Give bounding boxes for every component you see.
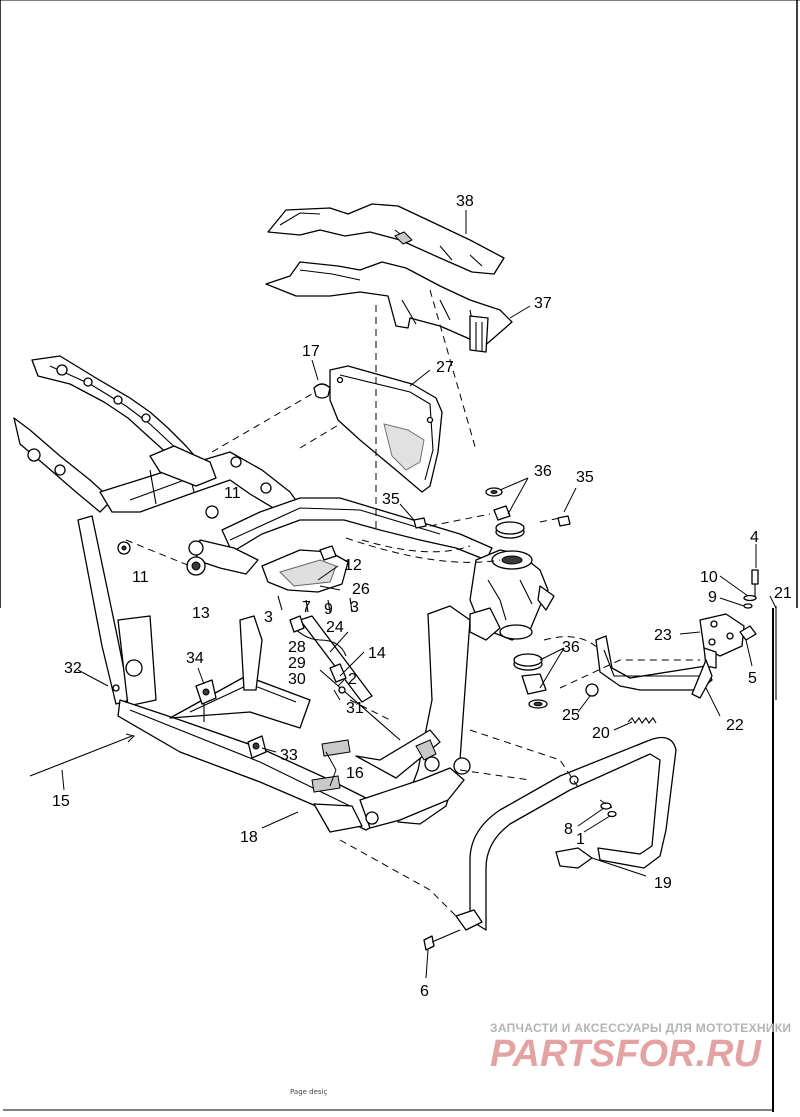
callout-11-lower: 11	[132, 569, 149, 586]
callout-9-upper: 9	[324, 601, 333, 618]
callout-17: 17	[302, 343, 320, 360]
callout-24: 24	[326, 619, 344, 636]
callout-29: 29	[288, 655, 306, 672]
watermark: ЗАПЧАСТИ И АКСЕССУАРЫ ДЛЯ МОТОТЕХНИКИ PA…	[490, 1021, 791, 1075]
callout-36-lower: 36	[562, 639, 580, 656]
bearing-set-lower-part-36	[513, 653, 548, 709]
callout-28: 28	[288, 639, 306, 656]
callout-12: 12	[344, 557, 362, 574]
callout-11-upper: 11	[224, 485, 241, 502]
engine-guard-part-19	[455, 736, 677, 931]
footer-note: Page desiç	[290, 1088, 328, 1096]
spring-part-20	[627, 717, 657, 724]
callout-3-right: 3	[350, 599, 359, 616]
callout-14: 14	[368, 645, 386, 662]
callout-1: 1	[576, 831, 585, 848]
callout-9-lower: 9	[708, 589, 717, 606]
callout-31: 31	[346, 700, 364, 717]
callout-13: 13	[192, 605, 210, 622]
callout-labels: 38 37 27 17 36 35 35 11 11 12 26 13 3 7 …	[52, 193, 792, 1000]
side-cover-part-27	[329, 365, 443, 493]
sidestand-bracket-part-23	[699, 613, 745, 669]
watermark-tagline: ЗАПЧАСТИ И АКСЕССУАРЫ ДЛЯ МОТОТЕХНИКИ	[490, 1021, 791, 1035]
callout-32: 32	[64, 660, 82, 677]
callout-38: 38	[456, 193, 474, 210]
lower-tray-part-37	[265, 261, 513, 353]
callout-25: 25	[562, 707, 580, 724]
callout-23: 23	[654, 627, 672, 644]
callout-8: 8	[564, 821, 573, 838]
cap-part-32	[112, 684, 120, 692]
assembly-lines	[125, 289, 700, 919]
rubber-pads-part-16	[311, 739, 351, 793]
callout-20: 20	[592, 725, 610, 742]
wiring-harness-part-24	[289, 615, 347, 694]
callout-19: 19	[654, 875, 672, 892]
callout-18: 18	[240, 829, 258, 846]
callout-leaders	[61, 210, 777, 979]
small-fasteners	[277, 595, 353, 613]
callout-16: 16	[346, 765, 364, 782]
callout-35-left: 35	[382, 491, 400, 508]
ball-part-25	[585, 683, 599, 697]
callout-15: 15	[52, 793, 70, 810]
callout-27: 27	[436, 359, 454, 376]
callout-2: 2	[348, 671, 357, 688]
sidestand-part-22	[595, 635, 713, 699]
callout-22: 22	[726, 717, 744, 734]
callout-5: 5	[748, 670, 757, 687]
callout-3-left: 3	[264, 609, 273, 626]
bracket-part-12	[261, 545, 349, 593]
callout-21: 21	[774, 585, 792, 602]
bearing-set-upper-part-36	[485, 487, 525, 539]
fasteners-4-10-9-5	[739, 569, 759, 641]
callout-34: 34	[186, 650, 204, 667]
callout-37: 37	[534, 295, 552, 312]
callout-33: 33	[280, 747, 298, 764]
callout-6: 6	[420, 983, 429, 1000]
callout-36-upper: 36	[534, 463, 552, 480]
rod-part-15	[29, 733, 135, 777]
clamp-part-34	[195, 679, 217, 722]
screw-part-35	[413, 515, 571, 529]
callout-26: 26	[352, 581, 370, 598]
callout-7: 7	[302, 599, 311, 616]
fasteners-8-1-6	[423, 802, 617, 951]
motorcycle-frame-part-18	[13, 355, 555, 833]
callout-10: 10	[700, 569, 718, 586]
upper-tray-part-38	[267, 203, 505, 275]
clamp-part-33	[247, 735, 267, 759]
watermark-brand: PARTSFOR.RU	[490, 1033, 762, 1075]
callout-30: 30	[288, 671, 306, 688]
callout-35-right: 35	[576, 469, 594, 486]
grommet-part-17	[313, 383, 331, 399]
callout-4: 4	[750, 529, 759, 546]
